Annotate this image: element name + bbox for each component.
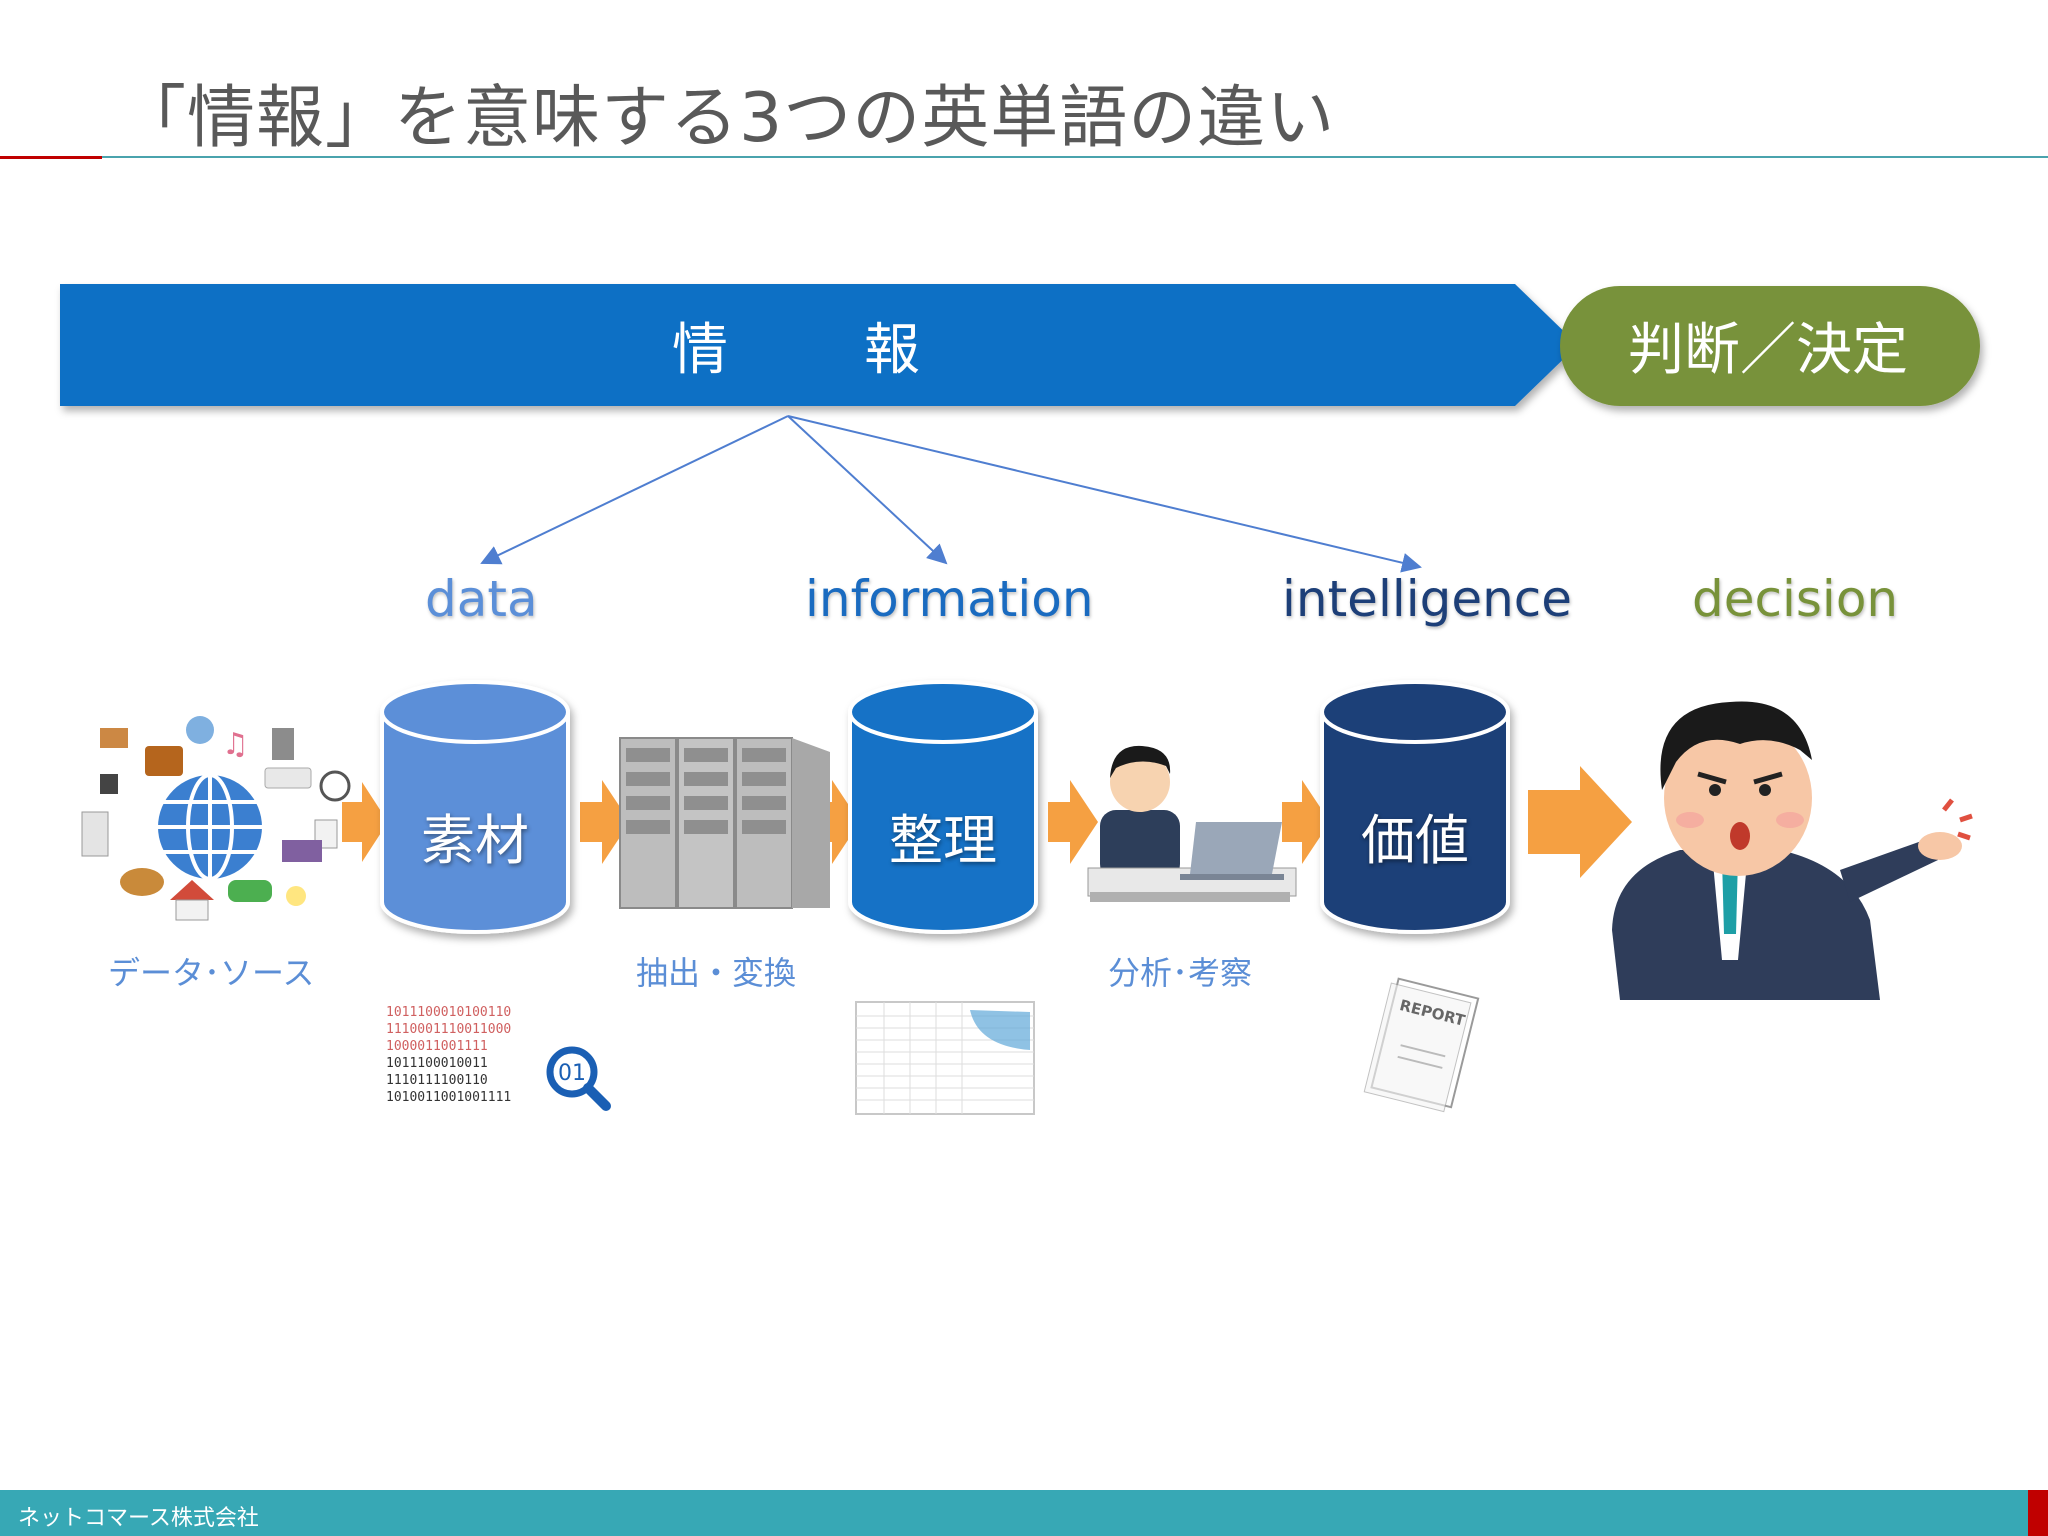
cylinder-label-3: 価値 (1361, 809, 1469, 872)
dog-icon (120, 868, 164, 896)
keyboard-icon (282, 840, 322, 862)
magnifier-text: 01 (558, 1061, 586, 1086)
label-analysis: 分析･考察 (1108, 954, 1253, 992)
aircon-icon (264, 767, 312, 789)
term-decision: decision (1692, 570, 1899, 628)
connector-information (787, 415, 948, 565)
label-data-source: データ･ソース (108, 954, 315, 992)
magnifier-icon: 01 (546, 1046, 611, 1111)
connector-data (480, 415, 789, 565)
label-extract: 抽出・変換 (636, 954, 797, 992)
title-rule-teal (102, 156, 2048, 158)
cylinder-3 (1320, 680, 1510, 934)
car-icon (228, 880, 272, 902)
gamepad-icon (186, 716, 214, 744)
term-intelligence: intelligence (1282, 570, 1573, 628)
orange-arrow-2 (580, 780, 630, 864)
clock-icon (319, 770, 351, 802)
cylinder-label-2: 整理 (889, 809, 997, 872)
orange-arrow-4 (1048, 780, 1098, 864)
term-information: information (805, 570, 1094, 628)
businessman-illustration (1612, 701, 1973, 1000)
page-title: 「情報」を意味する3つの英単語の違い (118, 79, 1336, 158)
footer-accent (2028, 1490, 2048, 1536)
decision-label: 判断／決定 (1628, 318, 1908, 383)
fridge-icon (81, 811, 109, 857)
fork-icon (272, 728, 294, 760)
flow-graphic: ♫ (81, 680, 1973, 1115)
data-source-cluster: ♫ (81, 716, 351, 921)
music-icon: ♫ (222, 727, 249, 762)
spreadsheet-icon (855, 1001, 1035, 1115)
laptop-icon (1190, 822, 1282, 874)
binary-data-icon: 1011100010100110 1110001110011000 100001… (386, 1005, 512, 1105)
cart-icon (100, 728, 128, 748)
banner-graphic (60, 284, 1980, 573)
title-rule-red (0, 156, 102, 159)
flow-arrows (342, 766, 1632, 878)
report-icon: REPORT (1363, 977, 1480, 1113)
decision-pill (1560, 286, 1980, 406)
orange-arrow-5 (1282, 780, 1330, 864)
callout-text-1: 様々なデータ・ソースから生 成される数字や記号など (92, 1247, 520, 1327)
callout-text-2: Dataを目的に応じて基 準を与え、分類・構造化 し、報告や検討しやすく 整理し… (642, 1209, 1005, 1371)
orange-arrow-1 (342, 782, 388, 862)
cylinder-1 (380, 680, 570, 934)
cylinder-2 (848, 680, 1038, 934)
connector-intelligence (787, 415, 1422, 573)
orange-arrow-6 (1528, 766, 1632, 878)
banner-label: 情 報 (672, 318, 928, 383)
footer-company: ネットコマース株式会社 (18, 1506, 259, 1531)
callout-text-3: Informationに内在する ルールや法則などの関係 を考察し、価値評価を加… (1108, 1207, 1471, 1369)
bulb-icon (286, 886, 306, 906)
footer-bar (0, 1490, 2048, 1536)
term-data: data (425, 570, 538, 628)
orange-arrow-3 (812, 780, 860, 864)
callout-text-4: Intelligenceによって示 された価値評価に基づき 判断し意志決定を行な… (1580, 1225, 1943, 1346)
analyst-illustration (1087, 745, 1297, 902)
plug-icon (100, 774, 118, 794)
house-icon (170, 880, 214, 900)
info-banner-arrow (60, 284, 1578, 406)
server-rack-icon (619, 737, 830, 909)
bag-icon (145, 746, 183, 776)
cylinder-label-1: 素材 (421, 809, 529, 872)
